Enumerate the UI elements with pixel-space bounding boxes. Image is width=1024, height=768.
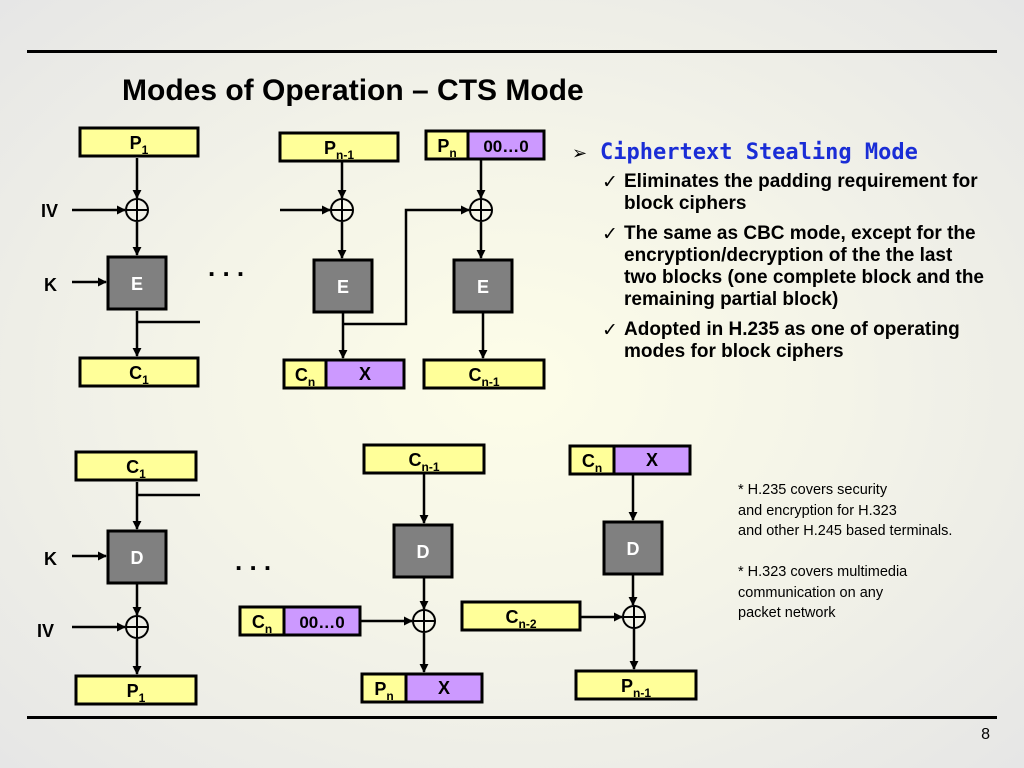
footnote-line: and encryption for H.323	[738, 502, 897, 519]
page-number: 8	[981, 726, 990, 743]
dec-cn1-label: Cn-1	[409, 450, 440, 474]
dec-c1-block	[74, 450, 198, 482]
enc-e-label-1: E	[131, 274, 143, 294]
checkmark-icon: ✓	[602, 319, 618, 341]
sub-bullet-text: Adopted in H.235 as one of operating mod…	[624, 319, 960, 362]
sub-bullet-list: ✓ Eliminates the padding requirement for…	[572, 171, 992, 363]
enc-e-label-3: E	[477, 277, 489, 297]
footnote-line: and other H.245 based terminals.	[738, 523, 953, 539]
dec-p1-label: P1	[127, 681, 146, 705]
dec-k-label: K	[44, 549, 57, 569]
dec-p1-block	[74, 674, 198, 706]
bullet-list: ➢ Ciphertext Stealing Mode ✓ Eliminates …	[572, 140, 992, 371]
enc-x-label: X	[359, 364, 371, 384]
dec-pn1-block	[574, 669, 698, 701]
decryption-diagram: C1 Cn-1 Cn X K IV D D D . . . Cn 0	[37, 443, 698, 706]
dec-pn-x-block	[404, 672, 484, 704]
dec-x-block	[612, 444, 692, 476]
dec-pn-x-label: X	[438, 678, 450, 698]
sub-bullet-1: ✓ Eliminates the padding requirement for…	[572, 171, 992, 215]
top-rule	[27, 50, 997, 53]
enc-e-label-2: E	[337, 277, 349, 297]
enc-x-block	[324, 358, 406, 390]
dec-cn1-block	[362, 443, 486, 475]
dec-cn-pad-label: Cn	[252, 612, 272, 636]
dec-x-label: X	[646, 450, 658, 470]
encryption-diagram: P1 Pn-1 Pn 00…0 IV K E E E . . . C1	[41, 126, 546, 390]
footnote-h323: * H.323 covers multimedia communication …	[738, 562, 907, 624]
dec-d-block-1	[106, 529, 168, 585]
sub-bullet-3: ✓ Adopted in H.235 as one of operating m…	[572, 319, 992, 363]
enc-e-block-2	[312, 258, 374, 314]
sub-bullet-2: ✓ The same as CBC mode, except for the e…	[572, 223, 992, 311]
dec-ellipsis: . . .	[235, 546, 271, 576]
dec-d-label-3: D	[627, 539, 640, 559]
footnote-line: * H.323 covers multimedia	[738, 564, 908, 580]
main-bullet: ➢ Ciphertext Stealing Mode	[572, 140, 992, 165]
dec-d-label-1: D	[131, 548, 144, 568]
enc-pn1-label: Pn-1	[324, 138, 354, 162]
footnote-line: communication on any	[738, 584, 884, 601]
dec-d-label-2: D	[417, 542, 430, 562]
enc-e-block-3	[452, 258, 514, 314]
enc-cn1-label: Cn-1	[469, 365, 500, 389]
sub-bullet-text: Eliminates the padding requirement for b…	[624, 171, 978, 214]
enc-k-label: K	[44, 275, 57, 295]
sub-bullet-text: The same as CBC mode, except for the enc…	[624, 223, 984, 310]
dec-cn2-block	[460, 600, 582, 632]
enc-cn-label: Cn	[295, 365, 315, 389]
arrow-bullet-icon: ➢	[572, 143, 588, 164]
enc-pn-label: Pn	[437, 136, 456, 160]
footnote-line: packet network	[738, 605, 836, 621]
dec-pad-block	[282, 605, 362, 637]
slide-title: Modes of Operation – CTS Mode	[122, 74, 584, 107]
footnote-h235: * H.235 covers security and encryption f…	[738, 480, 952, 542]
dec-pn1-label: Pn-1	[621, 676, 651, 700]
checkmark-icon: ✓	[602, 223, 618, 245]
enc-pad-label: 00…0	[483, 137, 528, 156]
enc-pad-block	[466, 129, 546, 161]
enc-p1-label: P1	[130, 133, 149, 157]
enc-iv-label: IV	[41, 201, 58, 221]
dec-cn2-label: Cn-2	[506, 607, 537, 631]
bottom-rule	[27, 716, 997, 719]
dec-pn-label: Pn	[374, 679, 393, 703]
enc-ellipsis: . . .	[208, 252, 244, 282]
enc-e-block-1	[106, 255, 168, 311]
checkmark-icon: ✓	[602, 171, 618, 193]
enc-c1-label: C1	[129, 363, 149, 387]
dec-pad-label: 00…0	[299, 613, 344, 632]
dec-c1-label: C1	[126, 457, 146, 481]
enc-pn1-block	[278, 131, 400, 163]
dec-iv-label: IV	[37, 621, 54, 641]
main-bullet-text: Ciphertext Stealing Mode	[600, 140, 918, 165]
dec-d-block-2	[392, 523, 454, 579]
footnote-line: * H.235 covers security	[738, 482, 888, 498]
enc-cn1-block	[422, 358, 546, 390]
enc-c1-block	[78, 356, 200, 388]
enc-p1-block	[78, 126, 200, 158]
dec-cn-label: Cn	[582, 451, 602, 475]
dec-d-block-3	[602, 520, 664, 576]
